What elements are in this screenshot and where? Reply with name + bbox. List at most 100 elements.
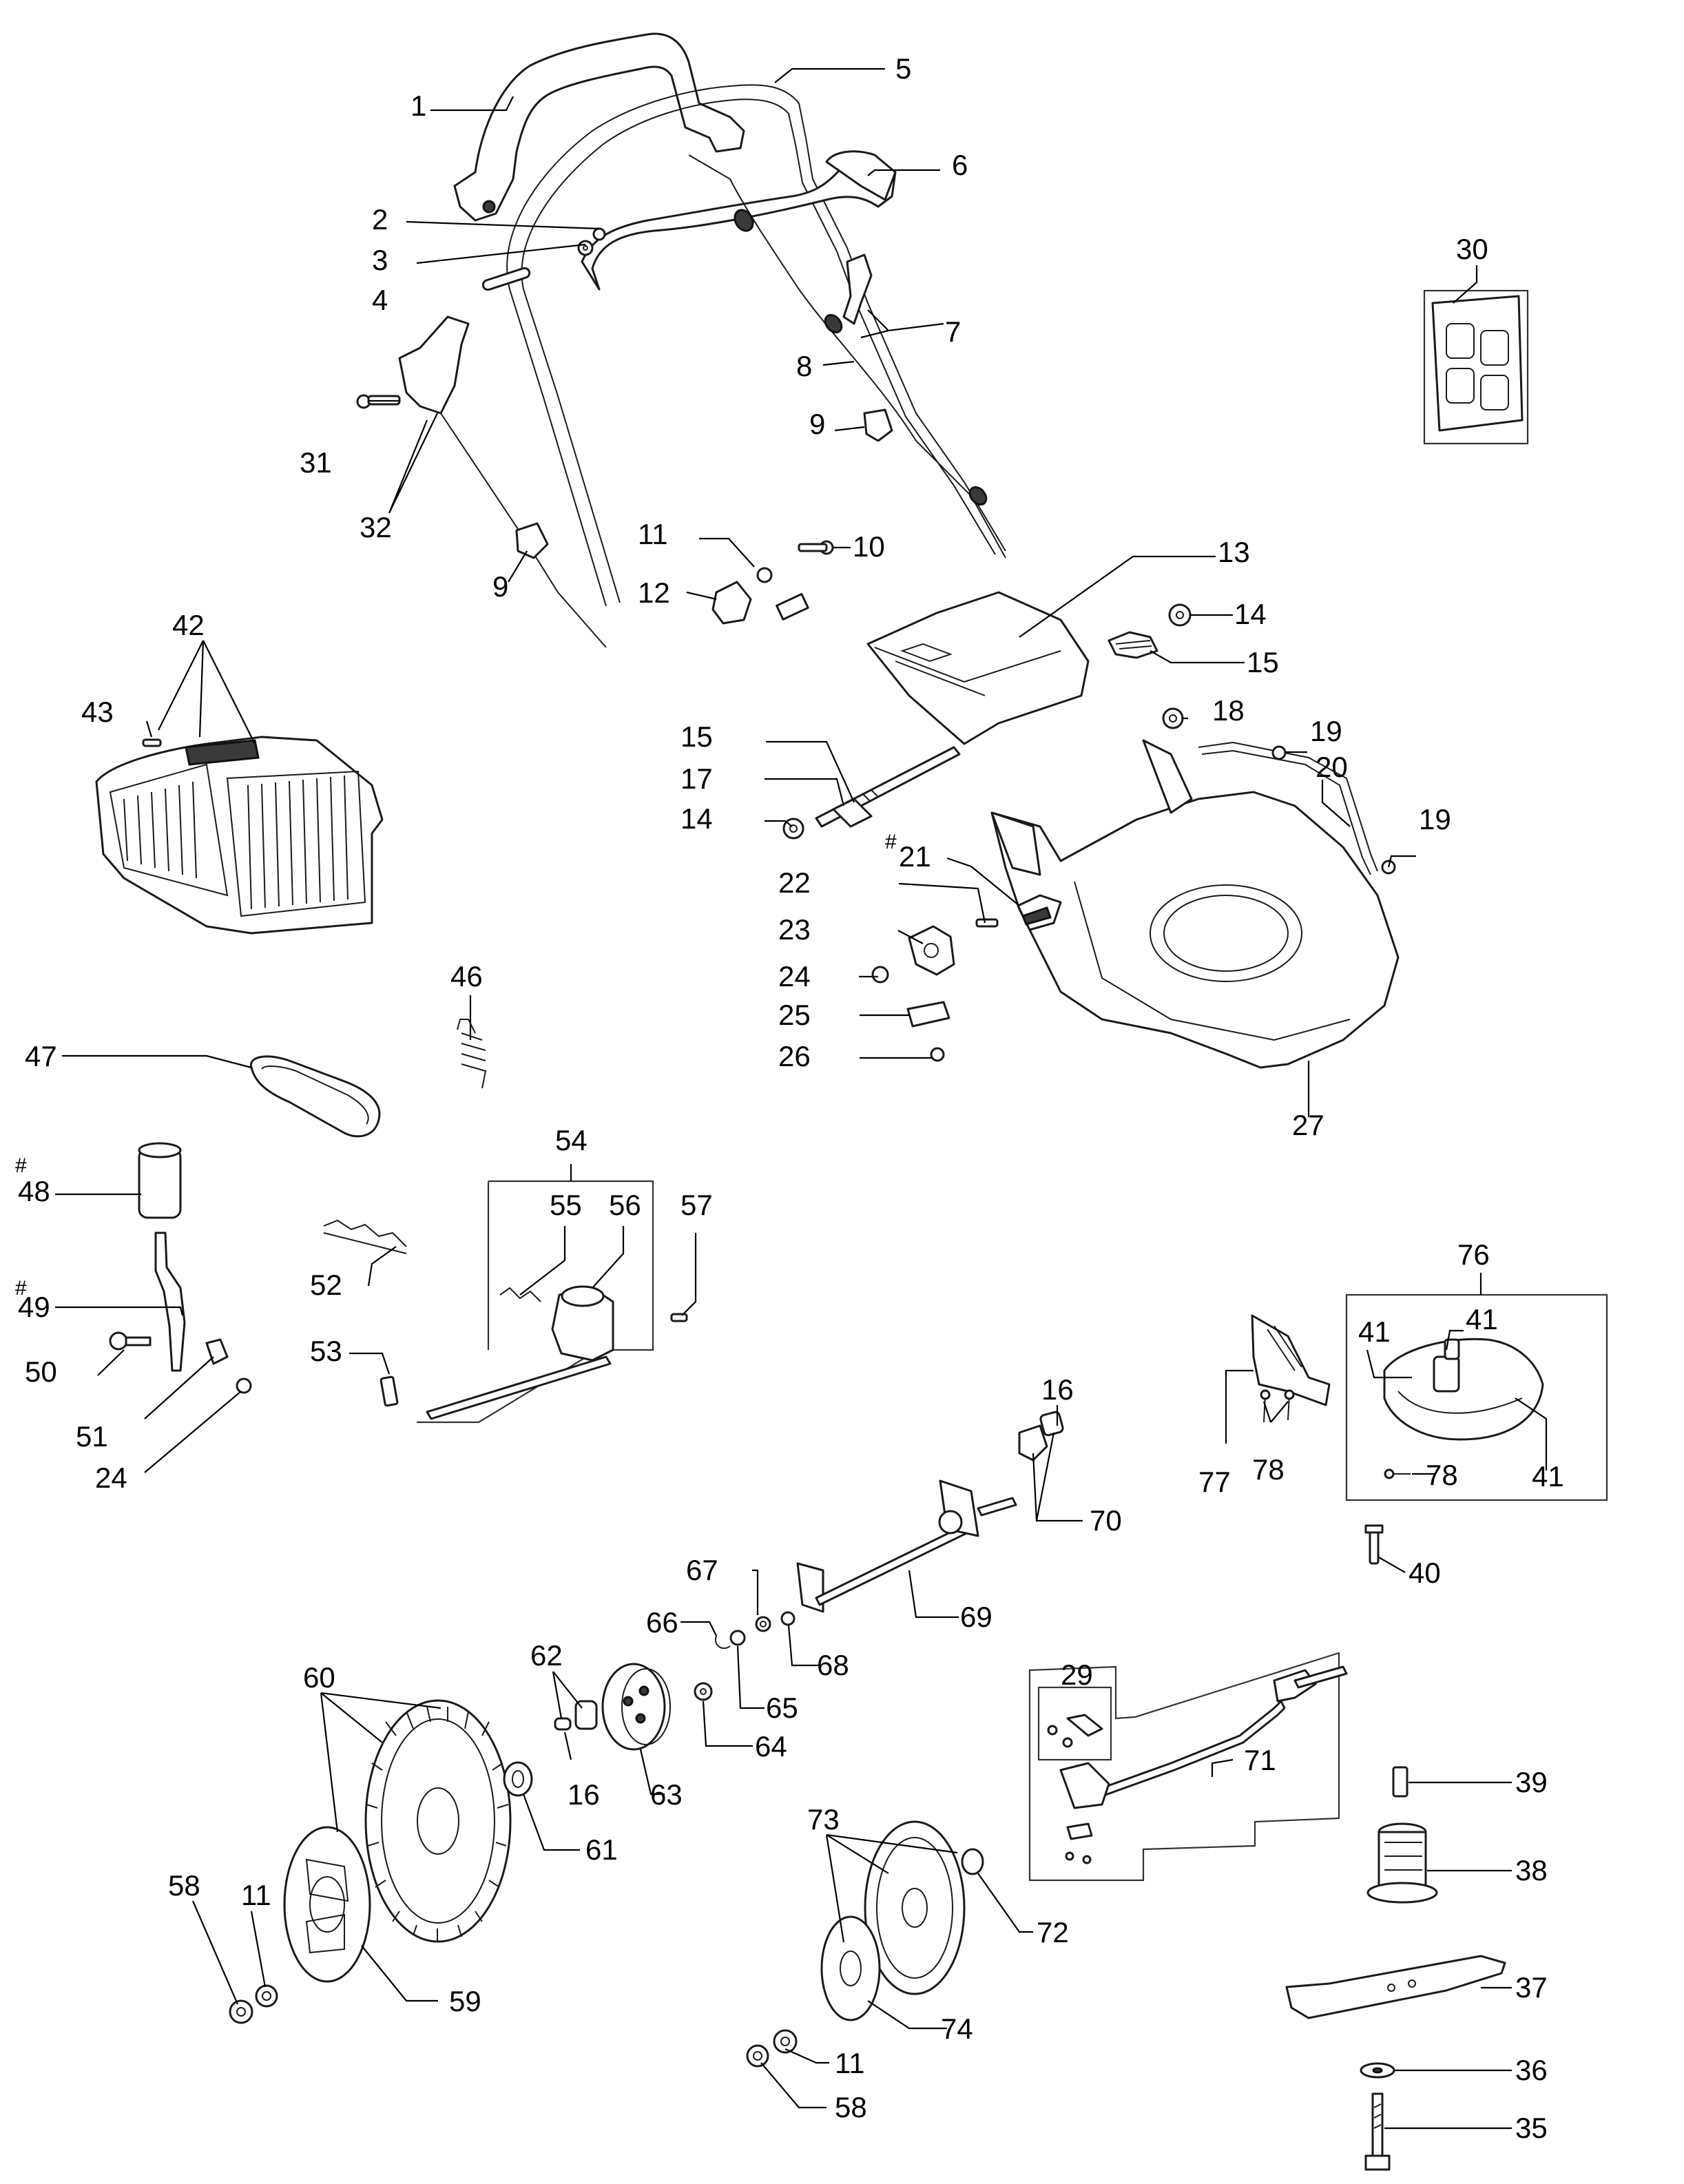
- label-76: 76: [1457, 1238, 1490, 1271]
- pin-part-57: [670, 1313, 688, 1322]
- wing-knob-part-12: [711, 567, 773, 625]
- label-78-box: 78: [1426, 1459, 1458, 1491]
- nut-part-14-lower: [782, 818, 804, 840]
- label-4: 4: [372, 284, 388, 316]
- label-11-right: 11: [835, 2047, 865, 2079]
- washer-part-65: [729, 1630, 746, 1646]
- front-wheel-part-73: [864, 1820, 966, 1995]
- label-53: 53: [310, 1335, 342, 1367]
- handle-lower-part-6: [581, 150, 897, 291]
- label-19-lower: 19: [1419, 803, 1451, 835]
- label-55: 55: [550, 1189, 582, 1221]
- label-16-lower: 16: [568, 1778, 600, 1811]
- label-7: 7: [945, 315, 961, 348]
- v-belt-part-47: [249, 1055, 381, 1138]
- front-axle-group-part-71: [1028, 1652, 1348, 1882]
- label-26: 26: [778, 1040, 811, 1072]
- label-35: 35: [1515, 2112, 1548, 2144]
- nut-part-19-upper: [1271, 745, 1287, 760]
- label-39: 39: [1515, 1766, 1548, 1798]
- screw-part-40: [1364, 1524, 1384, 1565]
- label-8: 8: [796, 350, 812, 382]
- label-49: 49: [18, 1291, 50, 1323]
- nut-part-24-lower: [236, 1377, 252, 1394]
- hub-part-63: [601, 1663, 671, 1751]
- label-51: 51: [76, 1420, 108, 1453]
- label-27: 27: [1292, 1109, 1324, 1141]
- label-52: 52: [310, 1269, 342, 1301]
- rear-wheel-part-60: [364, 1699, 512, 1943]
- washer-part-3: [577, 240, 594, 256]
- label-19-upper: 19: [1310, 715, 1342, 747]
- drive-lever-part-49: [154, 1231, 186, 1372]
- label-15-lower: 15: [680, 720, 713, 753]
- label-29: 29: [1061, 1658, 1093, 1691]
- label-60: 60: [303, 1661, 335, 1694]
- control-cable-part-8: [688, 154, 1006, 559]
- hubcap-part-59: [283, 1826, 371, 1983]
- pin-part-53: [380, 1375, 399, 1407]
- hash-48: #: [15, 1154, 27, 1177]
- label-6: 6: [952, 149, 968, 181]
- label-77: 77: [1198, 1466, 1231, 1498]
- label-1: 1: [410, 90, 426, 122]
- label-50: 50: [25, 1355, 57, 1388]
- washer-part-2: [592, 227, 606, 241]
- washer-part-36: [1360, 2062, 1395, 2079]
- label-67: 67: [686, 1554, 718, 1586]
- label-74: 74: [941, 2013, 973, 2045]
- label-41-top: 41: [1466, 1303, 1498, 1335]
- label-62: 62: [530, 1639, 563, 1672]
- label-58-left: 58: [168, 1869, 200, 1902]
- label-38: 38: [1515, 1854, 1548, 1886]
- height-adjuster-part-21: [1017, 894, 1062, 931]
- label-58-right: 58: [835, 2091, 867, 2123]
- blade-guard-group-part-76: [1345, 1293, 1608, 1501]
- label-11-left: 11: [241, 1879, 271, 1911]
- nut-part-18: [1162, 707, 1184, 729]
- screw-part-78: [1384, 1468, 1411, 1479]
- label-54: 54: [555, 1124, 588, 1156]
- label-11-upper: 11: [638, 518, 668, 550]
- label-24-upper: 24: [778, 960, 811, 992]
- label-48: 48: [18, 1175, 50, 1207]
- label-72: 72: [1037, 1916, 1069, 1948]
- label-2: 2: [372, 203, 388, 236]
- screw-part-26: [930, 1047, 945, 1062]
- label-68: 68: [817, 1649, 849, 1681]
- label-57: 57: [680, 1189, 713, 1221]
- label-18: 18: [1212, 694, 1245, 727]
- gearbox-part-56: [426, 1285, 614, 1420]
- label-21: 21: [899, 840, 931, 873]
- label-73: 73: [807, 1803, 840, 1835]
- blade-part-37: [1285, 1955, 1506, 2019]
- gearbox-group-part-54: [417, 1180, 654, 1424]
- leader-lines: [55, 67, 1548, 2130]
- axle-bracket-part-20: [1198, 741, 1378, 875]
- grip-part-48: [138, 1142, 182, 1219]
- brake-lever-part-7: [842, 253, 873, 325]
- washer-part-64: [694, 1682, 713, 1701]
- label-70: 70: [1090, 1504, 1122, 1537]
- label-46: 46: [450, 960, 483, 992]
- screw-part-43: [142, 738, 162, 747]
- label-64: 64: [755, 1730, 787, 1762]
- washer-part-68: [780, 1611, 796, 1626]
- label-25: 25: [778, 999, 811, 1031]
- label-24-lower: 24: [95, 1462, 127, 1494]
- label-32: 32: [360, 511, 392, 543]
- label-22: 22: [778, 866, 811, 899]
- label-23: 23: [778, 913, 811, 946]
- label-42: 42: [172, 609, 205, 641]
- label-5: 5: [895, 52, 911, 85]
- label-71: 71: [1244, 1744, 1276, 1776]
- spring-part-17: [832, 798, 873, 828]
- label-15-upper: 15: [1247, 646, 1279, 678]
- clip-part-66: [715, 1635, 731, 1650]
- nut-part-58-left: [229, 1999, 253, 2024]
- label-10: 10: [853, 530, 885, 563]
- label-37: 37: [1515, 1971, 1548, 2004]
- label-56: 56: [609, 1189, 641, 1221]
- fastener-kit-part-29: [1037, 1686, 1112, 1761]
